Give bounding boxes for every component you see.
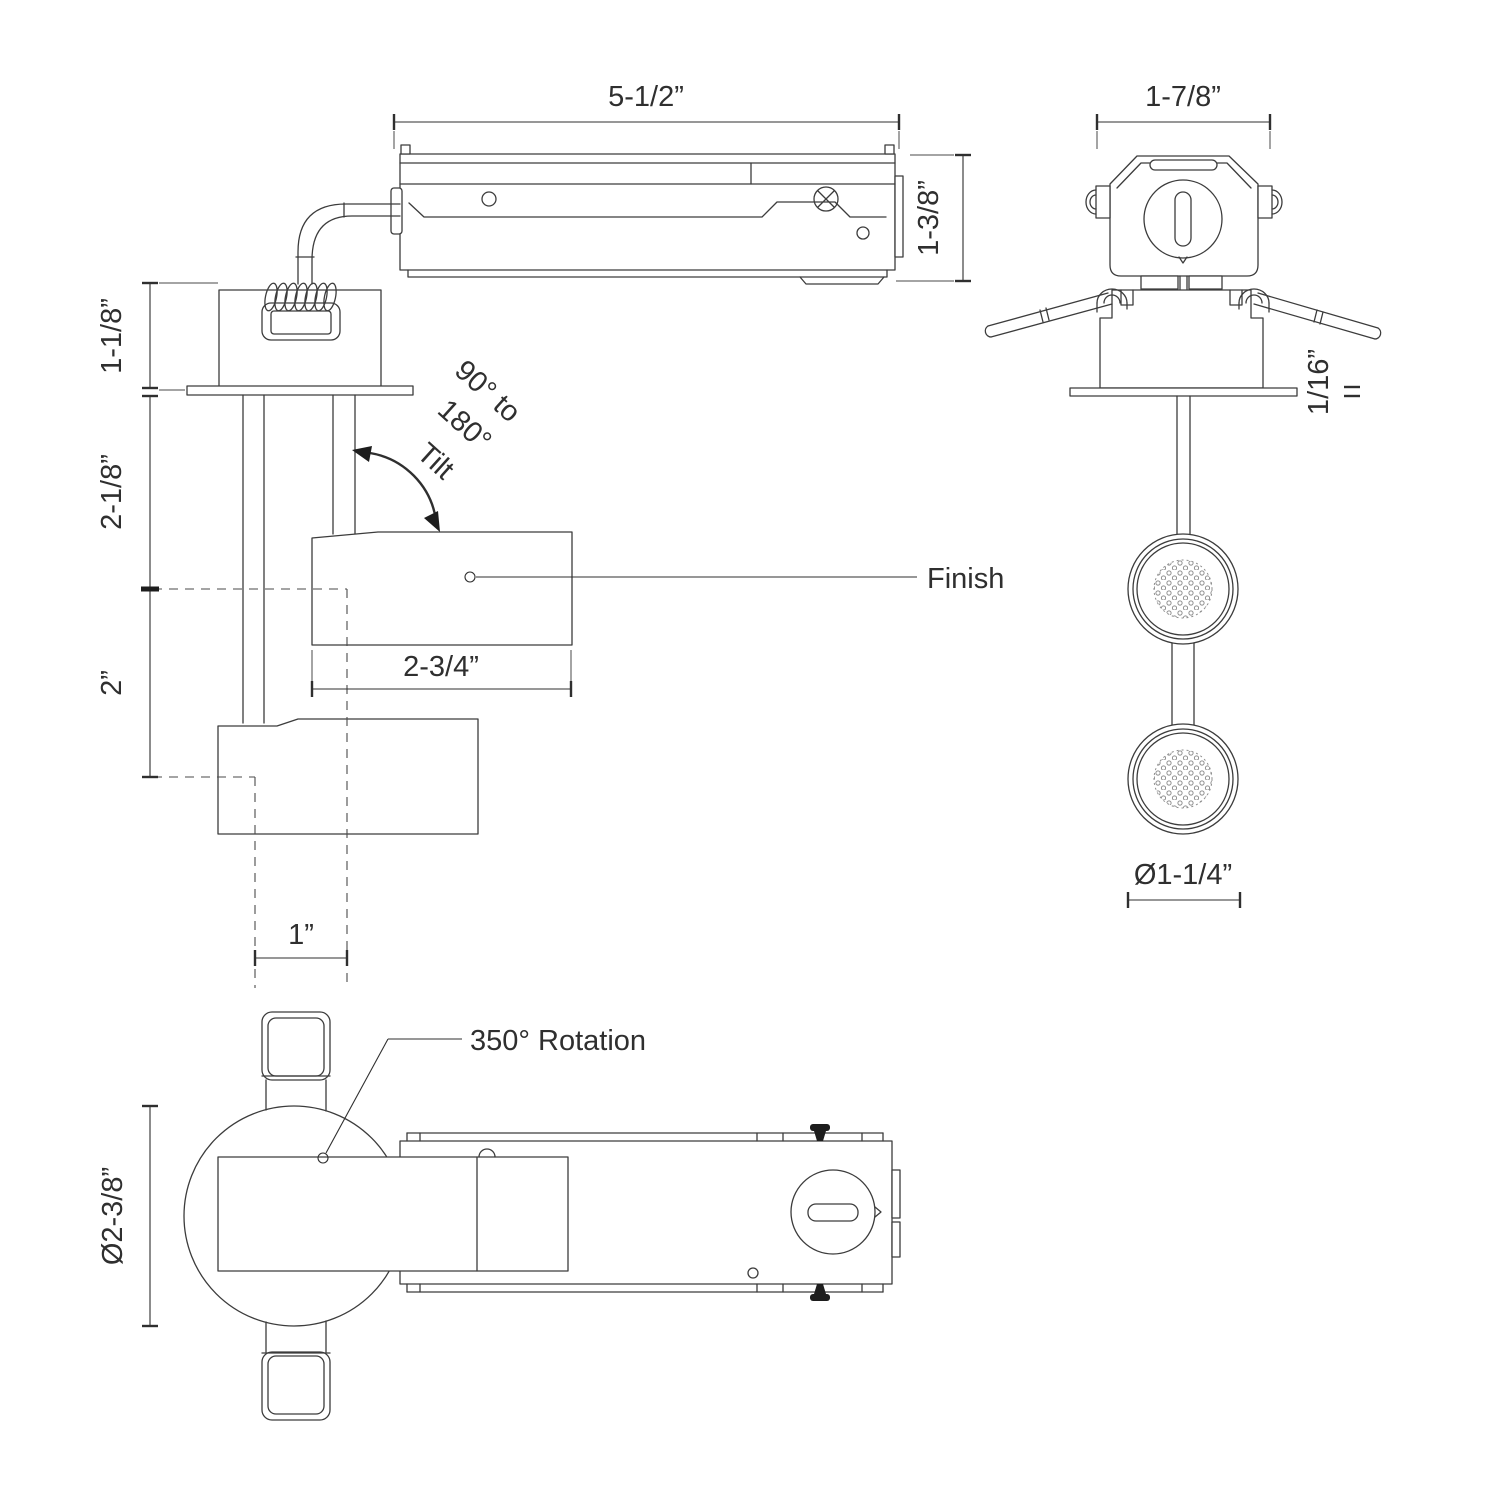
spring-clip-left bbox=[984, 288, 1128, 338]
dim-head-drop-text: 2” bbox=[96, 670, 128, 696]
box-foot bbox=[799, 276, 885, 285]
driver-box-side bbox=[390, 144, 904, 285]
rail-screw-bottom-icon bbox=[810, 1284, 830, 1301]
projection-lines bbox=[153, 588, 348, 988]
mount-tab-right bbox=[884, 144, 895, 155]
lens-upper bbox=[1127, 533, 1239, 645]
conduit-connector bbox=[390, 187, 403, 235]
spring-clip-right bbox=[1238, 288, 1382, 340]
front-view: 1-7/8” bbox=[984, 81, 1382, 908]
wire-hole bbox=[856, 226, 870, 240]
end-step-lower bbox=[891, 1221, 901, 1258]
dim-head-length: 2-3/4” bbox=[310, 650, 573, 697]
screw-hole-plan bbox=[747, 1267, 759, 1279]
dim-recess-depth-text: 1-1/8” bbox=[96, 298, 128, 374]
lens-diffuser-lower bbox=[1153, 749, 1213, 809]
dim-flange-thickness-text: 1/16” bbox=[1303, 349, 1335, 415]
trim-tab-top bbox=[261, 1011, 331, 1112]
dim-box-height-text: 1-3/8” bbox=[913, 180, 945, 256]
dim-lens-diameter: Ø1-1/4” bbox=[1126, 859, 1242, 908]
rotation-callout: 350° Rotation bbox=[317, 1025, 646, 1164]
dim-offset-text: 1” bbox=[288, 919, 314, 951]
end-plate bbox=[894, 175, 904, 258]
lens-lower bbox=[1127, 723, 1239, 835]
dim-head-length-text: 2-3/4” bbox=[403, 651, 479, 683]
lamp-head-plan bbox=[217, 1148, 569, 1272]
dim-box-width: 5-1/2” bbox=[392, 81, 901, 149]
trim-flange-side bbox=[186, 385, 414, 396]
dim-drop-text: 2-1/8” bbox=[96, 454, 128, 530]
dim-trim-diameter: Ø2-3/8” bbox=[97, 1104, 158, 1328]
dim-lens-diameter-text: Ø1-1/4” bbox=[1134, 859, 1232, 891]
finish-callout: Finish bbox=[464, 563, 1004, 595]
trim-flange-front bbox=[1069, 387, 1298, 397]
pilot-hole bbox=[481, 191, 497, 207]
dim-trim-diameter-text: Ø2-3/8” bbox=[97, 1167, 129, 1265]
base-tab-left bbox=[1140, 275, 1179, 290]
side-screw-right-icon bbox=[1257, 185, 1283, 219]
dim-box-height: 1-3/8” bbox=[896, 153, 971, 283]
lens-diffuser-upper bbox=[1153, 559, 1213, 619]
yoke-stems bbox=[242, 394, 356, 724]
dim-offset: 1” bbox=[253, 919, 349, 966]
top-slot bbox=[1149, 159, 1218, 171]
base-tab-right bbox=[1188, 275, 1223, 290]
knockout-slot bbox=[1174, 191, 1192, 247]
dim-left-stack: 1-1/8” 2-1/8” 2” bbox=[96, 281, 218, 779]
side-screw-left-icon bbox=[1085, 185, 1111, 219]
conduit-arm bbox=[295, 202, 401, 285]
finish-label: Finish bbox=[927, 563, 1004, 595]
bottom-view: 350° Rotation Ø2-3/8” bbox=[97, 1011, 901, 1421]
trim-tab-bottom bbox=[261, 1320, 331, 1421]
lamp-head-horizontal bbox=[311, 531, 573, 646]
phillips-screw-icon bbox=[813, 186, 839, 212]
junction-box-front bbox=[1085, 155, 1283, 297]
dim-front-width: 1-7/8” bbox=[1095, 81, 1272, 149]
dim-box-width-text: 5-1/2” bbox=[608, 81, 684, 113]
tilt-arrowhead-up-icon bbox=[352, 446, 372, 462]
dim-flange-thickness: 1/16” bbox=[1303, 349, 1360, 415]
tilt-arrowhead-down-icon bbox=[424, 511, 440, 532]
lamp-head-down bbox=[217, 718, 479, 835]
spring-coil bbox=[261, 282, 341, 341]
rotation-label: 350° Rotation bbox=[470, 1025, 646, 1057]
lens-stem bbox=[1171, 395, 1195, 726]
dim-front-width-text: 1-7/8” bbox=[1145, 81, 1221, 113]
mount-tab-left bbox=[400, 144, 411, 155]
side-view: 90° to 180° Tilt Finish 5-1/2” 1-3/8” bbox=[96, 81, 1004, 988]
rail-screw-top-icon bbox=[810, 1124, 830, 1141]
knockout-slot-plan bbox=[807, 1203, 859, 1222]
end-step-upper bbox=[891, 1169, 901, 1219]
